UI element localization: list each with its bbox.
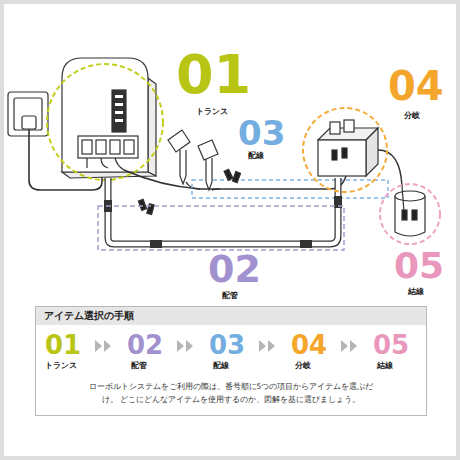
spotlight [138,130,240,215]
transformer-part [62,58,148,172]
light-fixture-part [402,210,407,220]
step-arrows-part [177,340,193,352]
panel-box: アイテム選択の手順ローボルトシステムをご利用の際は、番号順に5つの項目からアイテ… [35,306,427,416]
wall-outlet-part [22,116,36,129]
spotlight-part [232,172,240,183]
step-arrows-part [341,340,357,352]
note-text: ローボルトシステムをご利用の際は、番号順に5つの項目からアイテムを選ぶだけ。 ど… [85,381,377,407]
junction-box-part [344,120,354,132]
callout-label: トランス [196,108,228,116]
transformer-part [96,140,106,154]
callout-number: 01 [176,48,251,102]
spotlight-part [168,130,190,152]
spotlight-part [206,158,212,190]
callout-number: 04 [388,66,444,106]
junction-box-part [332,150,337,160]
transformer-part [115,95,123,98]
conduit-part [108,178,338,244]
light-fixture-part [395,191,425,201]
callout-number: 03 [238,116,285,150]
callout-number: 05 [373,332,409,358]
highlight-box [98,206,344,250]
callout-label: 配管 [131,362,147,370]
transformer-part [124,140,134,154]
callout-number: 04 [291,332,327,358]
callout-number: 03 [209,332,245,358]
conduit-part [150,240,162,248]
panel-heading: アイテム選択の手順 [36,307,426,325]
callout-label: 配線 [248,152,264,160]
step-arrows-part [95,340,111,352]
step-arrows-part [259,340,275,352]
wall-outlet-part [14,98,42,130]
callout-number: 01 [45,332,81,358]
light-fixture-part [412,210,417,220]
conduit-part [108,178,338,244]
transformer-part [110,140,120,154]
callout-label: 分岐 [404,112,420,120]
spotlight-part [198,140,218,160]
highlight-ring [47,64,163,180]
callout-label: 配線 [213,362,229,370]
light-fixture-part [395,196,425,236]
transformer-part [87,158,124,170]
conduit-part [300,240,312,248]
junction-box-part [366,128,378,176]
highlight-ring [303,108,387,192]
callout-label: 分岐 [295,362,311,370]
spotlight-part [224,169,233,180]
callout-label: トランス [45,362,77,370]
light-fixture [395,186,425,236]
callout-number: 05 [394,248,444,284]
transformer-part [115,103,123,106]
callout-label: 結線 [408,288,424,296]
transformer-part [78,136,138,158]
transformer-part [112,90,126,132]
transformer-part [115,111,123,114]
callout-label: 配管 [222,292,238,300]
wiring-part [186,182,200,189]
transformer-part [82,140,92,154]
wall-outlet-part [8,92,48,136]
callout-number: 02 [127,332,163,358]
junction-box-part [318,140,366,176]
light-fixture-part [402,186,404,212]
junction-box-part [378,150,402,186]
callout-label: 結線 [377,362,393,370]
transformer-part [148,78,156,176]
spotlight-part [180,150,186,184]
junction-box-part [342,148,347,158]
junction-box [318,120,402,186]
transformer-part [115,119,123,122]
spotlight-part [138,199,146,210]
conduit [104,178,342,248]
callout-number: 02 [208,250,261,288]
wiring-part [212,189,220,190]
highlight-ring [380,184,440,244]
junction-box-part [330,122,340,134]
